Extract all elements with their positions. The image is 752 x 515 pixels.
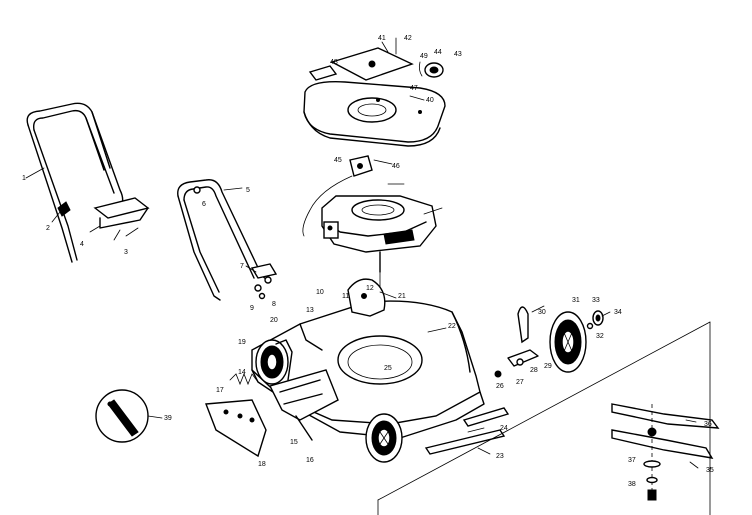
callout-36: 36 bbox=[704, 421, 712, 428]
engine-shroud bbox=[303, 81, 446, 147]
axle-pin bbox=[95, 389, 163, 443]
callout-33: 33 bbox=[592, 297, 600, 304]
callout-41: 41 bbox=[378, 35, 386, 42]
callout-25: 25 bbox=[384, 365, 392, 372]
callout-49: 49 bbox=[420, 53, 428, 60]
callout-19: 19 bbox=[238, 339, 246, 346]
blade-washer bbox=[643, 460, 661, 501]
callout-37: 37 bbox=[628, 457, 636, 464]
callout-12: 12 bbox=[366, 285, 374, 292]
callout-8: 8 bbox=[272, 301, 276, 308]
callout-13: 13 bbox=[306, 307, 314, 314]
callout-6: 6 bbox=[202, 201, 206, 208]
callout-7: 7 bbox=[240, 263, 244, 270]
callout-31: 31 bbox=[572, 297, 580, 304]
height-plate bbox=[347, 278, 386, 317]
spring bbox=[229, 372, 259, 386]
callout-15: 15 bbox=[290, 439, 298, 446]
callout-27: 27 bbox=[516, 379, 524, 386]
callout-14: 14 bbox=[238, 369, 246, 376]
hub-cap bbox=[586, 310, 604, 330]
upper-handle bbox=[26, 102, 150, 263]
grass-plate bbox=[330, 37, 414, 81]
rear-wheel-left bbox=[365, 413, 403, 463]
callout-9: 9 bbox=[250, 305, 254, 312]
leader-lines bbox=[25, 41, 699, 469]
callout-5: 5 bbox=[246, 187, 250, 194]
callout-40: 40 bbox=[426, 97, 434, 104]
dividers bbox=[377, 321, 711, 515]
callout-47: 47 bbox=[410, 85, 418, 92]
callout-16: 16 bbox=[306, 457, 314, 464]
rear-wheel bbox=[549, 311, 587, 373]
lower-handle bbox=[177, 179, 278, 301]
callout-34: 34 bbox=[614, 309, 622, 316]
callout-38: 38 bbox=[628, 481, 636, 488]
callout-35: 35 bbox=[706, 467, 714, 474]
callout-3: 3 bbox=[124, 249, 128, 256]
callout-45: 45 bbox=[334, 157, 342, 164]
axle-bracket bbox=[494, 306, 539, 378]
callout-26: 26 bbox=[496, 383, 504, 390]
chute-door bbox=[268, 369, 339, 441]
callout-39: 39 bbox=[164, 415, 172, 422]
callout-44: 44 bbox=[434, 49, 442, 56]
callout-48: 48 bbox=[330, 59, 338, 66]
callout-20: 20 bbox=[270, 317, 278, 324]
throttle-control bbox=[302, 155, 393, 237]
callout-18: 18 bbox=[258, 461, 266, 468]
callout-1: 1 bbox=[22, 175, 26, 182]
callout-4: 4 bbox=[80, 241, 84, 248]
fuel-cap bbox=[418, 61, 444, 78]
engine bbox=[321, 195, 437, 361]
rear-deflector bbox=[205, 399, 267, 458]
callout-24: 24 bbox=[500, 425, 508, 432]
callout-10: 10 bbox=[316, 289, 324, 296]
callout-2: 2 bbox=[46, 225, 50, 232]
decal bbox=[308, 65, 338, 81]
handle-bracket bbox=[89, 225, 139, 241]
callout-30: 30 bbox=[538, 309, 546, 316]
front-wheel bbox=[255, 339, 293, 385]
callout-29: 29 bbox=[544, 363, 552, 370]
callout-46: 46 bbox=[392, 163, 400, 170]
callout-42: 42 bbox=[404, 35, 412, 42]
callout-11: 11 bbox=[342, 293, 349, 300]
callout-32: 32 bbox=[596, 333, 604, 340]
blade-adapter bbox=[611, 403, 720, 490]
callout-22: 22 bbox=[448, 323, 456, 330]
callout-28: 28 bbox=[530, 367, 538, 374]
callout-17: 17 bbox=[216, 387, 224, 394]
handle-clip bbox=[245, 265, 272, 300]
skid-plate bbox=[424, 407, 510, 455]
callout-21: 21 bbox=[398, 293, 406, 300]
handle-knob bbox=[51, 201, 71, 223]
callout-labels: 1 2 3 4 5 6 7 8 9 10 11 12 13 14 15 16 1… bbox=[22, 35, 714, 488]
callout-23: 23 bbox=[496, 453, 504, 460]
callout-43: 43 bbox=[454, 51, 462, 58]
